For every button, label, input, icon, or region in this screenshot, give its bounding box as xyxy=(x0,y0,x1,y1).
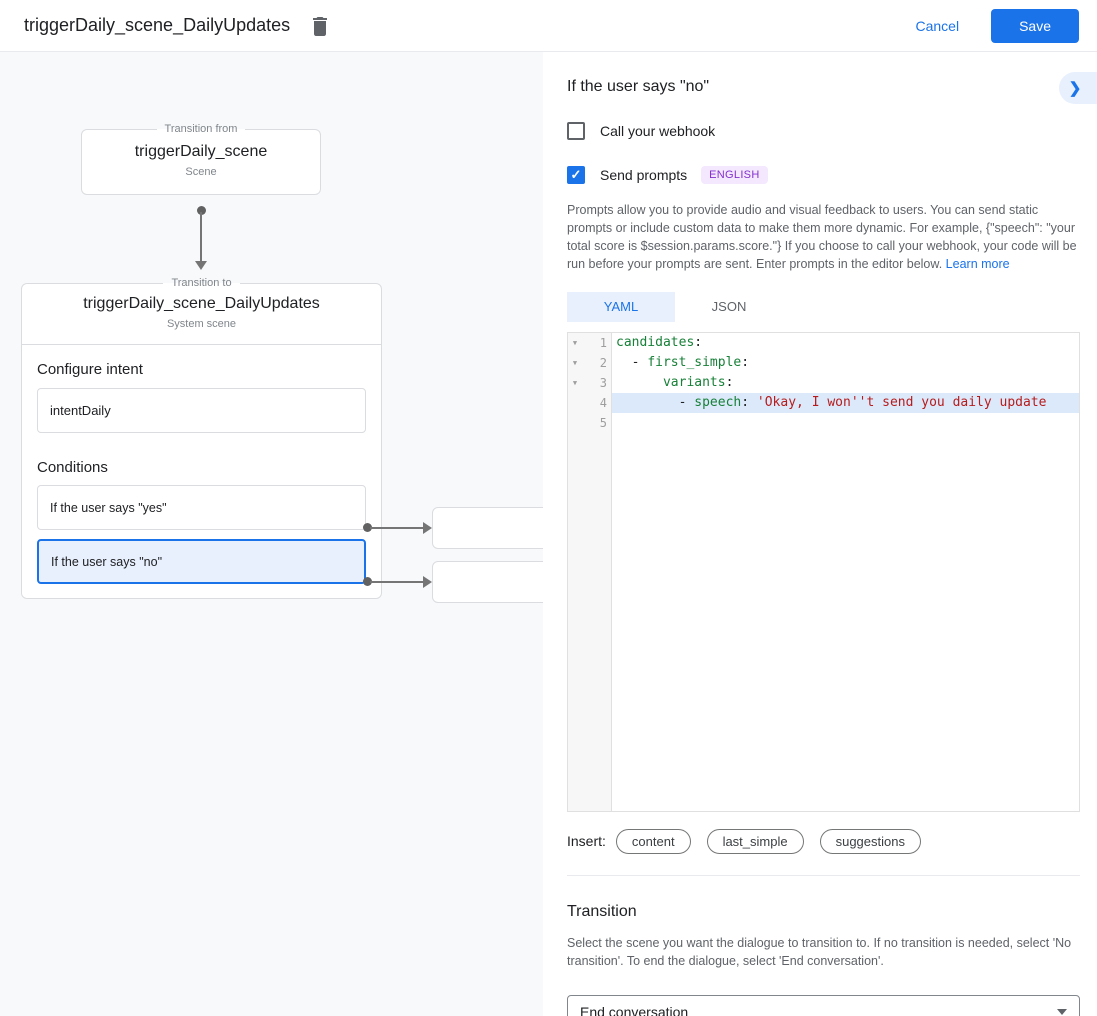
connector-line xyxy=(370,581,424,583)
transition-to-node: Transition to triggerDaily_scene_DailyUp… xyxy=(21,277,382,599)
editor-format-tabs: YAML JSON xyxy=(567,291,1080,322)
code-line-content: variants: xyxy=(662,374,734,390)
save-button[interactable]: Save xyxy=(991,8,1079,43)
from-scene-name: triggerDaily_scene xyxy=(134,143,268,160)
tab-json[interactable]: JSON xyxy=(711,299,747,314)
transition-heading: Transition xyxy=(567,902,637,920)
webhook-checkbox[interactable] xyxy=(567,122,585,140)
editor-line[interactable]: 5 xyxy=(568,413,1079,433)
from-scene-type: Scene xyxy=(185,166,217,178)
transition-target-box[interactable] xyxy=(432,507,543,549)
editor-line[interactable]: ▼3 variants: xyxy=(568,373,1079,393)
transition-select[interactable]: End conversation xyxy=(567,994,1080,1016)
connector-dot xyxy=(363,523,372,532)
fold-toggle-icon[interactable]: ▼ xyxy=(572,338,578,347)
insert-chip-last_simple[interactable]: last_simple xyxy=(706,828,804,854)
editor-gutter: 5 xyxy=(568,413,612,433)
code-line-content: - speech: 'Okay, I won''t send you daily… xyxy=(612,392,1079,413)
insert-chip-suggestions[interactable]: suggestions xyxy=(819,828,921,854)
condition-editor-panel: ❯ If the user says "no" Call your webhoo… xyxy=(543,52,1097,1016)
prompts-description-text: Prompts allow you to provide audio and v… xyxy=(567,203,1077,272)
collapse-panel-button[interactable]: ❯ xyxy=(1059,72,1097,104)
connector-arrowhead xyxy=(423,522,432,534)
fold-toggle-icon[interactable]: ▼ xyxy=(572,358,578,367)
connector-line xyxy=(370,527,424,529)
line-number: 1 xyxy=(599,335,607,350)
connector-dot xyxy=(363,577,372,586)
editor-line[interactable]: ▼2 - first_simple: xyxy=(568,353,1079,373)
page-title: triggerDaily_scene_DailyUpdates xyxy=(24,15,291,35)
to-scene-name: triggerDaily_scene_DailyUpdates xyxy=(83,295,320,312)
conditions-list: If the user says "yes" If the user says "… xyxy=(37,485,366,584)
condition-label: If the user says "no" xyxy=(51,554,163,569)
dropdown-caret-icon xyxy=(1057,1009,1067,1016)
line-number: 5 xyxy=(599,415,607,430)
section-divider xyxy=(567,874,1080,876)
code-line-content xyxy=(612,413,1079,433)
transition-to-label: Transition to xyxy=(171,277,232,289)
transition-description: Select the scene you want the dialogue t… xyxy=(567,935,1072,968)
cancel-button[interactable]: Cancel xyxy=(899,10,975,42)
editor-gutter: ▼1 xyxy=(568,333,612,353)
line-number: 4 xyxy=(599,395,607,410)
chevron-right-icon: ❯ xyxy=(1068,80,1082,97)
code-line-content: - first_simple: xyxy=(616,354,750,370)
language-badge: ENGLISH xyxy=(701,166,768,184)
transition-select-value: End conversation xyxy=(580,1004,689,1016)
condition-label: If the user says "yes" xyxy=(50,500,167,515)
transition-target-box[interactable] xyxy=(432,561,543,603)
intent-field[interactable]: intentDaily xyxy=(37,388,366,433)
configure-intent-heading: Configure intent xyxy=(37,361,143,378)
top-bar: triggerDaily_scene_DailyUpdates Cancel S… xyxy=(0,0,1097,52)
transition-from-node[interactable]: Transition from triggerDaily_scene Scene xyxy=(81,123,321,195)
webhook-label: Call your webhook xyxy=(600,123,716,139)
line-number: 2 xyxy=(599,355,607,370)
connector-line xyxy=(200,212,202,262)
line-number: 3 xyxy=(599,375,607,390)
insert-label: Insert: xyxy=(567,833,606,849)
connector-dot xyxy=(197,206,206,215)
insert-chip-content[interactable]: content xyxy=(615,828,691,854)
send-prompts-label: Send prompts xyxy=(600,167,688,183)
condition-row[interactable]: If the user says "yes" xyxy=(37,485,366,530)
tab-yaml[interactable]: YAML xyxy=(567,291,675,322)
send-prompts-checkbox[interactable] xyxy=(567,166,585,184)
editor-gutter: ▼3 xyxy=(568,373,612,393)
insert-chips: content last_simple suggestions xyxy=(615,828,937,854)
conditions-heading: Conditions xyxy=(37,459,108,476)
code-line-content: candidates: xyxy=(616,334,703,350)
fold-toggle-icon[interactable]: ▼ xyxy=(572,378,578,387)
learn-more-link[interactable]: Learn more xyxy=(945,257,1010,272)
editor-gutter: 4 xyxy=(568,393,612,413)
editor-gutter: ▼2 xyxy=(568,353,612,373)
transition-from-label: Transition from xyxy=(164,123,238,135)
panel-title: If the user says "no" xyxy=(567,78,710,95)
editor-line[interactable]: 4 - speech: 'Okay, I won''t send you dai… xyxy=(568,392,1079,413)
condition-row[interactable]: If the user says "no" xyxy=(37,539,366,584)
to-scene-type: System scene xyxy=(166,318,237,330)
connector-arrowhead xyxy=(423,576,432,588)
delete-icon[interactable] xyxy=(308,14,332,38)
prompts-description: Prompts allow you to provide audio and v… xyxy=(567,201,1080,274)
connector-arrowhead xyxy=(195,261,207,270)
scene-diagram-canvas: Transition from triggerDaily_scene Scene… xyxy=(0,52,543,1016)
